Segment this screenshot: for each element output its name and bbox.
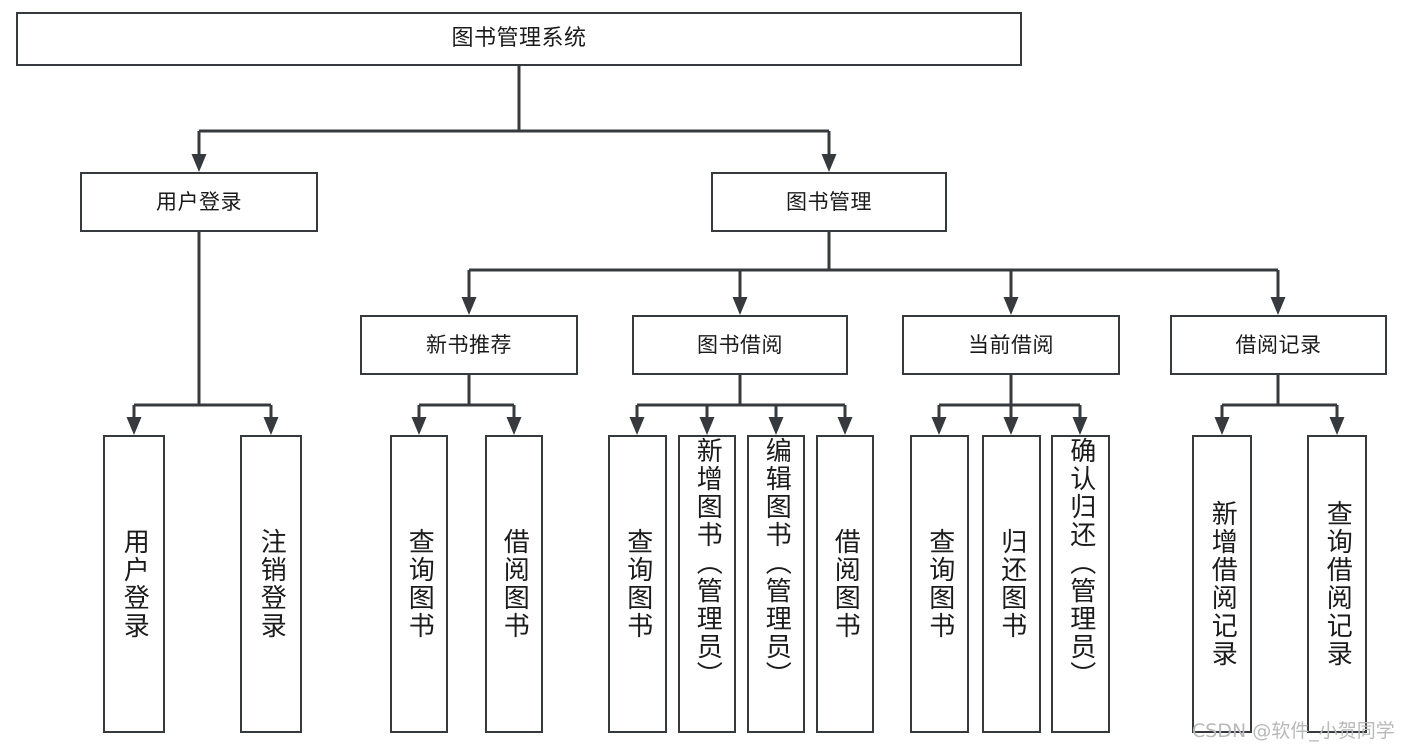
node-leaf-query-record[interactable]: 查询借阅记录 <box>1307 435 1367 733</box>
edge-current-borrow-arrow-2-head <box>1072 417 1088 435</box>
edge-level2-arrow-0-head <box>191 154 207 172</box>
node-leaf-confirm-return[interactable]: 确认归还（管理员） <box>1051 435 1110 733</box>
edge-current-borrow-arrow-0-head <box>931 417 947 435</box>
node-leaf-return-book-label: 归还图书 <box>996 528 1027 640</box>
node-leaf-borrow-book-2-label: 借阅图书 <box>830 528 861 640</box>
node-leaf-query-book-3[interactable]: 查询图书 <box>910 435 969 733</box>
node-user-login-label: 用户登录 <box>156 189 242 214</box>
node-leaf-add-record[interactable]: 新增借阅记录 <box>1192 435 1252 733</box>
node-new-book-recommend-label: 新书推荐 <box>426 332 512 357</box>
edge-book-borrow-arrow-3-head <box>837 417 853 435</box>
node-leaf-add-book[interactable]: 新增图书（管理员） <box>678 435 736 733</box>
node-root[interactable]: 图书管理系统 <box>16 12 1022 66</box>
edge-level2-arrow-1-head <box>821 154 837 172</box>
edge-new-book-recommend-arrow-1-head <box>506 417 522 435</box>
node-leaf-query-book-3-label: 查询图书 <box>924 528 955 640</box>
node-leaf-logout-label: 注销登录 <box>256 528 287 640</box>
node-leaf-add-book-label: 新增图书（管理员） <box>692 437 723 689</box>
node-leaf-edit-book-label: 编辑图书（管理员） <box>761 437 792 689</box>
node-leaf-edit-book[interactable]: 编辑图书（管理员） <box>747 435 805 733</box>
edge-level3-arrow-2-head <box>1003 297 1019 315</box>
edge-user-login-arrow-0-head <box>126 417 142 435</box>
node-book-manage-label: 图书管理 <box>786 189 872 214</box>
node-leaf-query-book-1-label: 查询图书 <box>404 528 435 640</box>
node-leaf-query-book-1[interactable]: 查询图书 <box>390 435 448 733</box>
node-leaf-query-record-label: 查询借阅记录 <box>1322 500 1353 668</box>
edge-book-borrow-arrow-1-head <box>699 417 715 435</box>
node-current-borrow[interactable]: 当前借阅 <box>902 315 1120 375</box>
node-leaf-query-book-2[interactable]: 查询图书 <box>608 435 667 733</box>
node-borrow-record-label: 借阅记录 <box>1235 332 1322 357</box>
node-leaf-borrow-book-1-label: 借阅图书 <box>499 528 530 640</box>
node-leaf-add-record-label: 新增借阅记录 <box>1207 500 1238 668</box>
node-leaf-logout[interactable]: 注销登录 <box>240 435 302 733</box>
node-leaf-query-book-2-label: 查询图书 <box>622 528 653 640</box>
node-leaf-borrow-book-2[interactable]: 借阅图书 <box>816 435 874 733</box>
edge-borrow-record-arrow-0-head <box>1214 417 1230 435</box>
edge-book-borrow-arrow-0-head <box>629 417 645 435</box>
node-book-manage[interactable]: 图书管理 <box>711 172 947 232</box>
node-book-borrow[interactable]: 图书借阅 <box>632 315 848 375</box>
edge-borrow-record-arrow-1-head <box>1329 417 1345 435</box>
edge-level3-arrow-1-head <box>732 297 748 315</box>
node-borrow-record[interactable]: 借阅记录 <box>1170 315 1387 375</box>
node-root-label: 图书管理系统 <box>451 26 587 52</box>
node-leaf-user-login[interactable]: 用户登录 <box>103 435 165 733</box>
edge-book-borrow-arrow-2-head <box>768 417 784 435</box>
node-current-borrow-label: 当前借阅 <box>968 332 1054 357</box>
edge-current-borrow-arrow-1-head <box>1003 417 1019 435</box>
edge-level3-arrow-3-head <box>1270 297 1286 315</box>
node-leaf-borrow-book-1[interactable]: 借阅图书 <box>485 435 543 733</box>
node-user-login[interactable]: 用户登录 <box>80 172 318 232</box>
edge-user-login-arrow-1-head <box>263 417 279 435</box>
node-new-book-recommend[interactable]: 新书推荐 <box>360 315 578 375</box>
node-leaf-user-login-label: 用户登录 <box>119 528 150 640</box>
watermark: CSDN @软件_小贺同学 <box>1192 720 1395 742</box>
node-book-borrow-label: 图书借阅 <box>697 332 783 357</box>
edge-new-book-recommend-arrow-0-head <box>411 417 427 435</box>
node-leaf-confirm-return-label: 确认归还（管理员） <box>1065 437 1096 689</box>
node-leaf-return-book[interactable]: 归还图书 <box>982 435 1041 733</box>
edge-level3-arrow-0-head <box>461 297 477 315</box>
